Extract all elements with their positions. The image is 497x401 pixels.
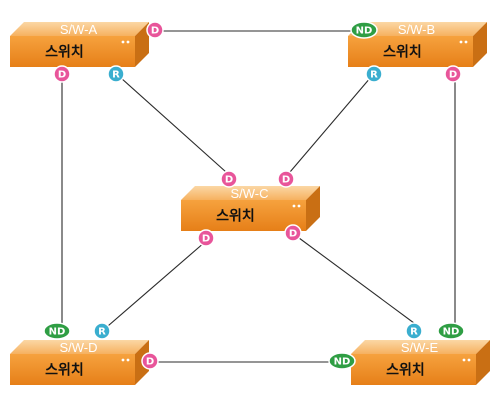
badge-shape xyxy=(277,170,295,188)
switch-label: 스위치 xyxy=(386,363,425,379)
switch-front-face xyxy=(351,354,476,385)
badge-shape xyxy=(220,170,238,188)
badge-text: D xyxy=(289,229,297,240)
switch-label: 스위치 xyxy=(216,209,255,225)
badge-shape xyxy=(444,65,462,83)
badge-text: ND xyxy=(443,327,460,338)
switch-label: 스위치 xyxy=(45,45,84,61)
badge-text: D xyxy=(151,26,159,37)
switch-name: S/W-A xyxy=(60,22,98,37)
port-badge-d: D xyxy=(197,229,215,247)
badge-text: ND xyxy=(356,26,373,37)
badge-shape xyxy=(365,65,383,83)
badge-shape xyxy=(405,322,423,340)
links-layer xyxy=(61,30,456,363)
link-a-c xyxy=(120,77,227,173)
badge-text: ND xyxy=(49,327,66,338)
port-badge-nd: ND xyxy=(328,352,356,370)
switch-led xyxy=(121,358,125,362)
badge-shape xyxy=(107,65,125,83)
badge-shape xyxy=(93,322,111,340)
switch-top-face xyxy=(181,186,320,200)
switch-led xyxy=(464,40,468,44)
switch-led xyxy=(121,40,125,44)
port-badge-d: D xyxy=(146,21,164,39)
switch-front-face xyxy=(348,36,473,67)
switch-led xyxy=(462,358,466,362)
switch-name: S/W-D xyxy=(59,340,97,355)
switch-top-face xyxy=(10,22,149,36)
badge-shape xyxy=(43,322,71,340)
badge-shape xyxy=(284,224,302,242)
badge-text: D xyxy=(146,357,154,368)
port-badge-d: D xyxy=(53,65,71,83)
badge-text: D xyxy=(58,70,66,81)
badge-shape xyxy=(146,21,164,39)
badge-text: R xyxy=(98,327,106,338)
port-badge-d: D xyxy=(141,352,159,370)
switch-b: S/W-B 스위치 xyxy=(348,22,487,67)
badge-text: R xyxy=(112,70,120,81)
switch-c: S/W-C 스위치 xyxy=(181,186,320,231)
badge-shape xyxy=(437,322,465,340)
switch-side-face xyxy=(473,22,487,67)
switch-e: S/W-E 스위치 xyxy=(351,340,490,385)
switch-label: 스위치 xyxy=(383,45,422,61)
switch-side-face xyxy=(476,340,490,385)
switch-front-face xyxy=(10,354,135,385)
badge-shape xyxy=(53,65,71,83)
port-badge-r: R xyxy=(365,65,383,83)
switch-front-face xyxy=(10,36,135,67)
badge-shape xyxy=(197,229,215,247)
port-badge-d: D xyxy=(220,170,238,188)
port-badge-r: R xyxy=(107,65,125,83)
badge-text: R xyxy=(410,327,418,338)
switch-a: S/W-A 스위치 xyxy=(10,22,149,67)
switch-top-face xyxy=(351,340,490,354)
port-badge-nd: ND xyxy=(350,21,378,39)
switch-d: S/W-D 스위치 xyxy=(10,340,149,385)
badge-shape xyxy=(141,352,159,370)
switch-led xyxy=(297,204,301,208)
badge-text: D xyxy=(449,70,457,81)
badge-text: D xyxy=(202,234,210,245)
switch-top-face xyxy=(10,340,149,354)
link-c-d xyxy=(100,241,206,333)
badges-layer: D ND D R R D D D D D ND R R ND D ND xyxy=(43,21,465,370)
switch-label: 스위치 xyxy=(45,363,84,379)
port-badge-nd: ND xyxy=(43,322,71,340)
switch-side-face xyxy=(135,22,149,67)
badge-text: R xyxy=(370,70,378,81)
badge-text: D xyxy=(282,175,290,186)
port-badge-d: D xyxy=(277,170,295,188)
switch-name: S/W-B xyxy=(398,22,435,37)
switch-led xyxy=(467,358,471,362)
switch-top-face xyxy=(348,22,487,36)
badge-text: ND xyxy=(334,357,351,368)
link-b-c xyxy=(289,76,372,173)
switch-side-face xyxy=(306,186,320,231)
badge-text: D xyxy=(225,175,233,186)
port-badge-d: D xyxy=(444,65,462,83)
port-badge-nd: ND xyxy=(437,322,465,340)
switch-name: S/W-C xyxy=(230,186,268,201)
switch-led xyxy=(126,40,130,44)
switch-front-face xyxy=(181,200,306,231)
badge-shape xyxy=(328,352,356,370)
switch-led xyxy=(126,358,130,362)
switch-led xyxy=(459,40,463,44)
port-badge-r: R xyxy=(405,322,423,340)
switch-led xyxy=(292,204,296,208)
link-c-e xyxy=(294,234,419,327)
switches-layer: S/W-A 스위치 S/W-B 스위치 S/W-C 스위치 S/W-D 스위치 S/W-E 스위치 xyxy=(10,22,490,385)
switch-name: S/W-E xyxy=(401,340,439,355)
badge-shape xyxy=(350,21,378,39)
port-badge-d: D xyxy=(284,224,302,242)
port-badge-r: R xyxy=(93,322,111,340)
